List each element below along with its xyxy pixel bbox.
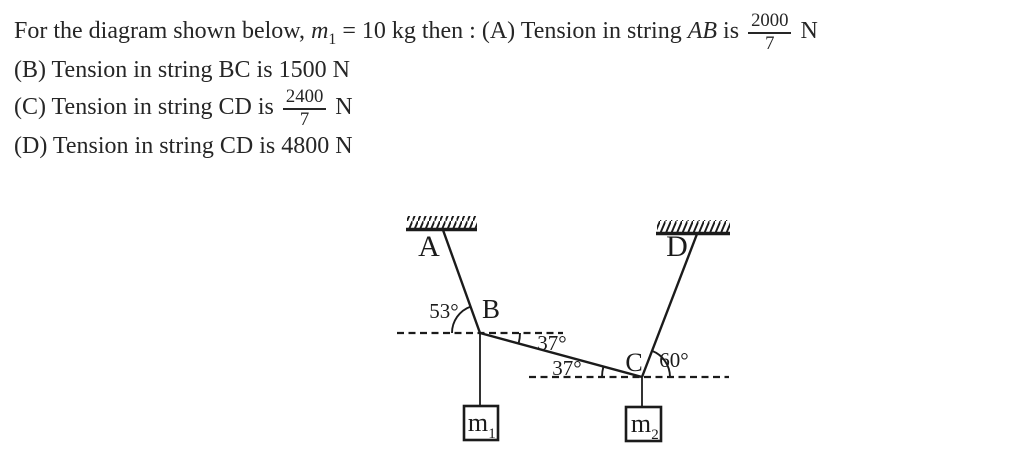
label-mass1: m bbox=[468, 408, 488, 437]
label-angle-60: 60° bbox=[659, 348, 688, 372]
fraction-denominator: 7 bbox=[765, 32, 775, 54]
line1-prefix: For the diagram shown below, bbox=[14, 18, 312, 45]
option-d: (D) Tension in string CD is 4800 N bbox=[14, 133, 353, 160]
mass1-variable: m bbox=[311, 18, 329, 45]
fraction-numerator: 2400 bbox=[282, 87, 327, 110]
question-line-1: For the diagram shown below, m1 = 10 kg … bbox=[14, 10, 818, 54]
label-angle-37-c: 37° bbox=[552, 356, 581, 380]
arc-37-at-b bbox=[517, 332, 521, 344]
label-mass2-sub: 2 bbox=[651, 427, 659, 443]
option-c-prefix: (C) Tension in string CD is bbox=[14, 94, 280, 121]
label-point-c: C bbox=[625, 348, 642, 377]
ceiling-left-hatch bbox=[407, 216, 477, 229]
arc-60-at-c bbox=[651, 350, 671, 378]
option-c-suffix: N bbox=[329, 94, 353, 121]
label-angle-53: 53° bbox=[429, 299, 458, 323]
mass1-box bbox=[462, 404, 500, 442]
fraction-numerator: 2000 bbox=[748, 10, 792, 34]
fraction-denominator: 7 bbox=[299, 108, 310, 130]
string-bc bbox=[479, 331, 643, 379]
line1-mid: = 10 kg then : (A) Tension in string bbox=[336, 18, 688, 45]
label-point-d: D bbox=[666, 230, 688, 263]
option-b: (B) Tension in string BC is 1500 N bbox=[14, 57, 350, 84]
label-mass1-sub: 1 bbox=[488, 426, 496, 442]
mass1-subscript: 1 bbox=[328, 30, 337, 48]
string-ab bbox=[441, 229, 482, 334]
ceiling-right-hatch bbox=[657, 220, 730, 233]
line1-suffix: N bbox=[794, 18, 818, 45]
arc-53-at-b bbox=[451, 305, 471, 334]
arc-37-at-c bbox=[601, 366, 605, 378]
label-angle-37-b: 37° bbox=[537, 331, 566, 355]
line1-is: is bbox=[717, 18, 746, 45]
string-ab-name: AB bbox=[687, 18, 718, 45]
mass2-box bbox=[624, 405, 663, 443]
string-cd bbox=[640, 233, 699, 378]
question-text-block: For the diagram shown below, m1 = 10 kg … bbox=[14, 10, 818, 163]
label-point-b: B bbox=[482, 294, 500, 324]
label-point-a: A bbox=[418, 230, 440, 263]
label-mass2: m bbox=[631, 409, 651, 438]
